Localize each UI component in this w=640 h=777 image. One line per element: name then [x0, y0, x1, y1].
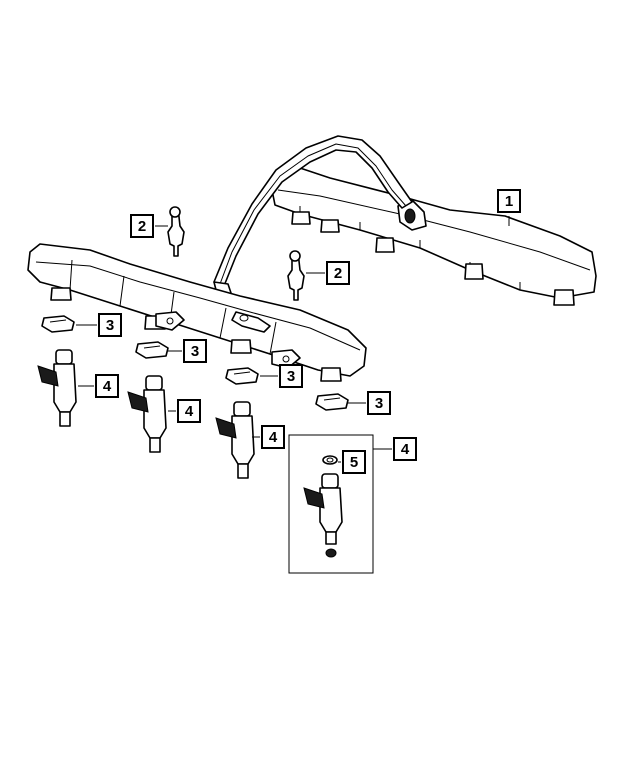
injector-clip-4: [315, 393, 349, 411]
injector-clip-3: [225, 367, 259, 385]
injector-clip-1: [41, 315, 75, 333]
rear-fuel-rail: [269, 167, 597, 306]
callout-4-c-label: 4: [269, 429, 278, 446]
callout-3-c: 3: [279, 364, 303, 388]
callout-1-label: 1: [505, 193, 513, 210]
fuel-injector-2: [127, 375, 167, 453]
callout-4-d-label: 4: [401, 441, 410, 458]
injector-o-ring-top: [322, 455, 338, 465]
callout-2-left-label: 2: [138, 218, 146, 235]
callout-4-b: 4: [177, 399, 201, 423]
retaining-pin-left: [167, 206, 185, 257]
callout-3-c-label: 3: [287, 368, 295, 385]
callout-4-b-label: 4: [185, 403, 194, 420]
injector-o-ring-bottom: [325, 548, 337, 558]
callout-2-left: 2: [130, 214, 154, 238]
callout-3-a-label: 3: [106, 317, 114, 334]
callout-4-d: 4: [393, 437, 417, 461]
fuel-injector-1: [37, 349, 77, 427]
fuel-injector-3: [215, 401, 255, 479]
callout-4-a: 4: [95, 374, 119, 398]
callout-5-label: 5: [350, 454, 358, 471]
callout-3-a: 3: [98, 313, 122, 337]
callout-3-d-label: 3: [375, 395, 383, 412]
front-fuel-rail: [27, 243, 367, 382]
leader-lines: [76, 216, 510, 463]
callout-2-right: 2: [326, 261, 350, 285]
callout-1: 1: [497, 189, 521, 213]
callout-3-d: 3: [367, 391, 391, 415]
callout-3-b: 3: [183, 339, 207, 363]
retaining-pin-right: [287, 250, 305, 301]
callout-4-c: 4: [261, 425, 285, 449]
rear-rail-feet: [291, 211, 575, 306]
fuel-injector-kit: [303, 473, 343, 545]
callout-5: 5: [342, 450, 366, 474]
injector-kit-frame: [288, 434, 374, 574]
injector-clip-2: [135, 341, 169, 359]
callout-2-right-label: 2: [334, 265, 342, 282]
callout-3-b-label: 3: [191, 343, 199, 360]
callout-4-a-label: 4: [103, 378, 112, 395]
